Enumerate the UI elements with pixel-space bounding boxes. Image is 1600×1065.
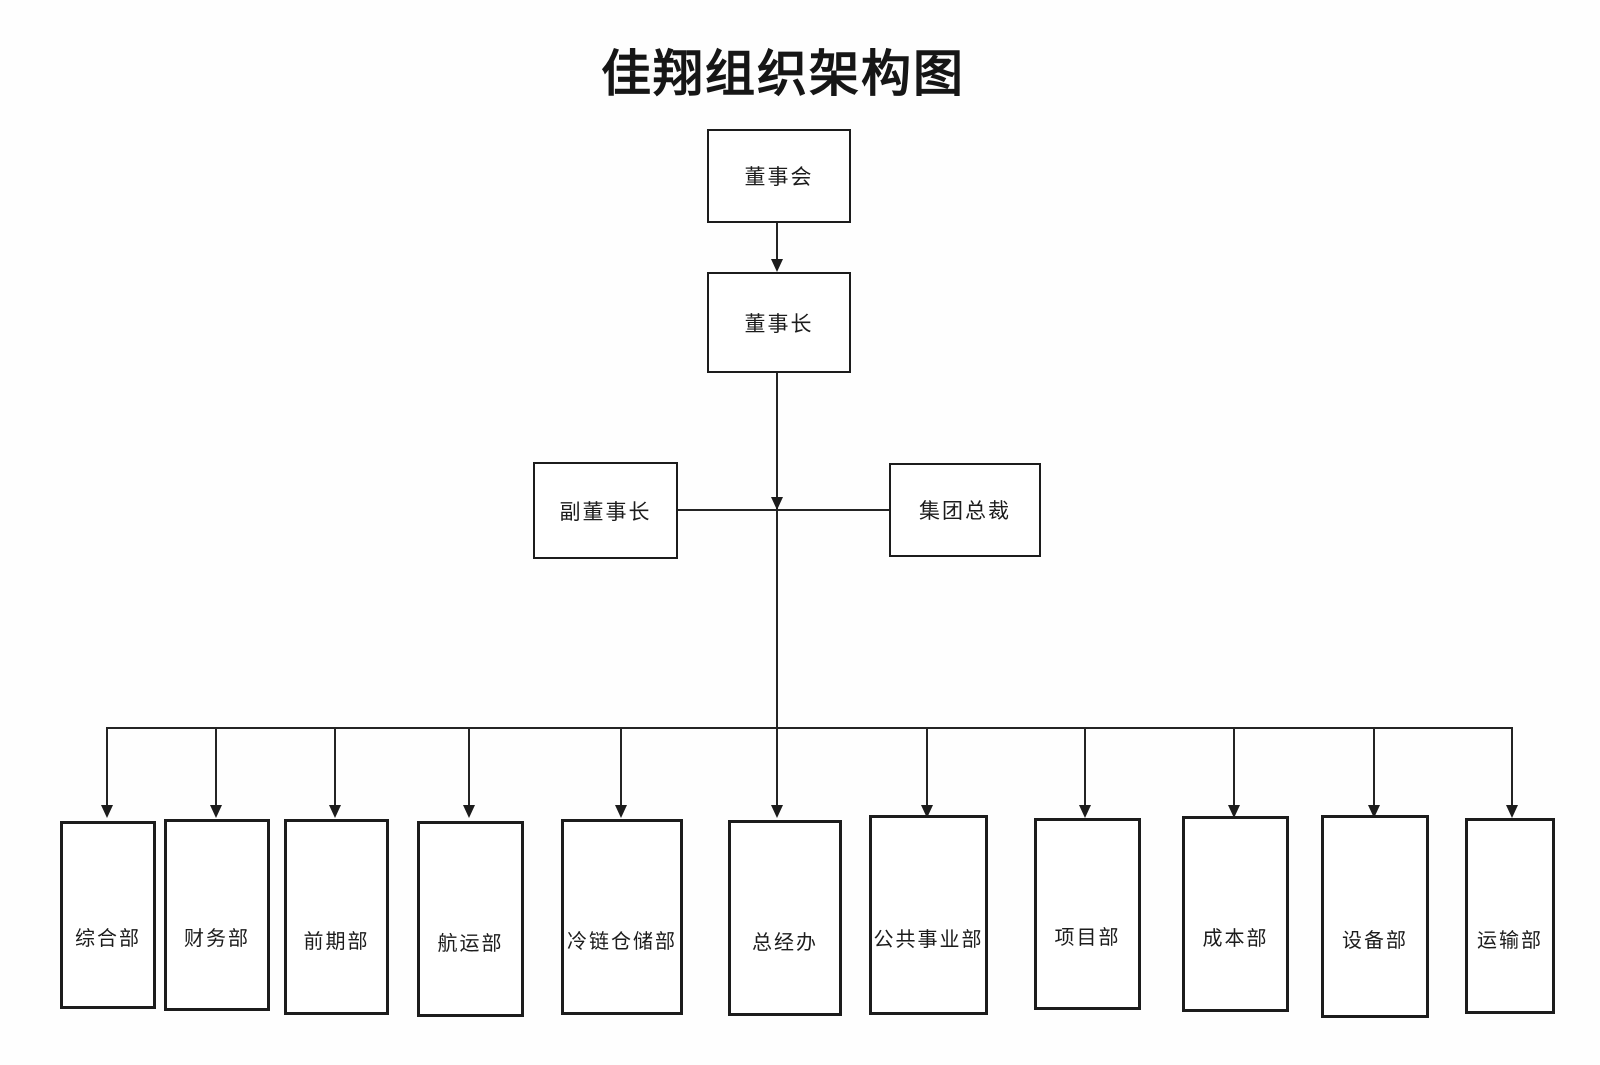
department-box: 航运部 bbox=[417, 821, 524, 1017]
node-board-of-directors: 董事会 bbox=[707, 129, 851, 223]
node-vice-chairman: 副董事长 bbox=[533, 462, 678, 559]
department-box: 设备部 bbox=[1321, 815, 1429, 1018]
department-label: 成本部 bbox=[1202, 927, 1269, 950]
department-label: 前期部 bbox=[303, 930, 370, 953]
arrowhead-down-icon bbox=[210, 805, 222, 818]
chart-title: 佳翔组织架构图 bbox=[601, 46, 965, 102]
node-chairman: 董事长 bbox=[707, 272, 851, 373]
department-label: 航运部 bbox=[437, 932, 504, 955]
arrowhead-down-icon bbox=[771, 497, 783, 510]
arrowhead-down-icon bbox=[921, 805, 933, 818]
drop-line bbox=[468, 727, 470, 806]
department-box: 运输部 bbox=[1465, 818, 1555, 1014]
drop-line bbox=[1233, 727, 1235, 806]
arrowhead-down-icon bbox=[463, 805, 475, 818]
node-board-label: 董事会 bbox=[744, 165, 814, 189]
department-label: 冷链仓储部 bbox=[567, 930, 677, 953]
distribution-line bbox=[106, 727, 1513, 729]
node-group-president: 集团总裁 bbox=[889, 463, 1041, 557]
arrowhead-down-icon bbox=[771, 805, 783, 818]
arrowhead-down-icon bbox=[771, 259, 783, 272]
drop-line bbox=[620, 727, 622, 806]
arrowhead-down-icon bbox=[1228, 805, 1240, 818]
arrowhead-down-icon bbox=[329, 805, 341, 818]
drop-line bbox=[106, 727, 108, 806]
department-box: 前期部 bbox=[284, 819, 389, 1015]
drop-line bbox=[215, 727, 217, 806]
node-group-president-label: 集团总裁 bbox=[919, 499, 1011, 523]
department-label: 运输部 bbox=[1477, 929, 1543, 952]
connector-vice-president bbox=[678, 509, 889, 511]
department-label: 财务部 bbox=[184, 928, 250, 951]
node-vice-chairman-label: 副董事长 bbox=[559, 499, 652, 524]
drop-line bbox=[1511, 727, 1513, 806]
arrowhead-down-icon bbox=[615, 805, 627, 818]
department-box: 财务部 bbox=[164, 819, 270, 1011]
department-box: 综合部 bbox=[60, 821, 156, 1009]
arrowhead-down-icon bbox=[1506, 805, 1518, 818]
connector-board-chairman bbox=[776, 223, 778, 261]
department-label: 设备部 bbox=[1342, 930, 1408, 953]
arrowhead-down-icon bbox=[101, 805, 113, 818]
department-label: 项目部 bbox=[1054, 927, 1121, 950]
department-label: 总经办 bbox=[752, 931, 818, 954]
connector-chairman-trunk bbox=[776, 373, 778, 729]
department-label: 公共事业部 bbox=[873, 928, 984, 951]
department-box: 项目部 bbox=[1034, 818, 1141, 1010]
arrowhead-down-icon bbox=[1079, 805, 1091, 818]
drop-line bbox=[926, 727, 928, 806]
drop-line bbox=[1373, 727, 1375, 806]
node-chairman-label: 董事长 bbox=[744, 311, 814, 336]
department-box: 成本部 bbox=[1182, 816, 1289, 1012]
department-box: 总经办 bbox=[728, 820, 842, 1016]
department-box: 公共事业部 bbox=[869, 815, 988, 1015]
department-label: 综合部 bbox=[75, 928, 141, 951]
arrowhead-down-icon bbox=[1368, 805, 1380, 818]
drop-line bbox=[334, 727, 336, 806]
drop-line bbox=[1084, 727, 1086, 806]
department-box: 冷链仓储部 bbox=[561, 819, 683, 1015]
drop-line bbox=[776, 727, 778, 806]
